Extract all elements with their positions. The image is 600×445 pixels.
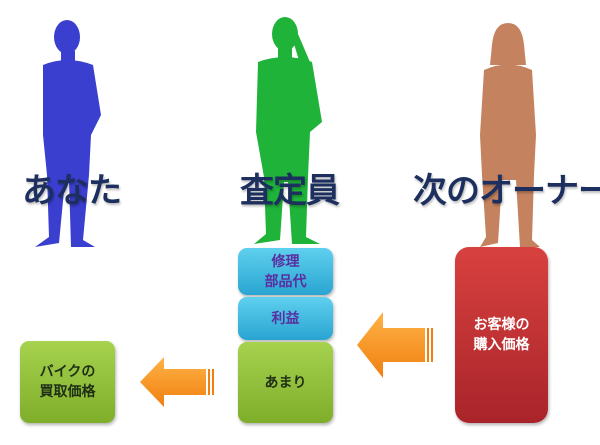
profit-label: 利益 [271,310,300,327]
repair-parts-cost-box: 修理 部品代 [238,248,333,295]
customer-purchase-price-label: お客様の 購入価格 [473,317,530,353]
bike-buyback-price-label: バイクの 買取価格 [39,364,96,400]
arrow-left-icon [357,312,433,378]
bike-buyback-price-box: バイクの 買取価格 [20,341,115,423]
repair-parts-cost-label: 修理 部品代 [264,253,307,290]
person-you-icon [35,20,101,247]
person-label-you: あなた [22,171,122,211]
customer-purchase-price-box: お客様の 購入価格 [455,247,548,423]
person-label-next-owner: 次のオーナー [413,171,600,211]
remainder-box: あまり [238,342,333,423]
profit-box: 利益 [238,297,333,340]
arrow-left-icon [140,357,214,407]
person-next-owner-icon [480,23,540,247]
person-appraiser-icon [254,17,322,244]
remainder-label: あまり [264,374,307,391]
person-label-appraiser: 査定員 [240,171,340,211]
